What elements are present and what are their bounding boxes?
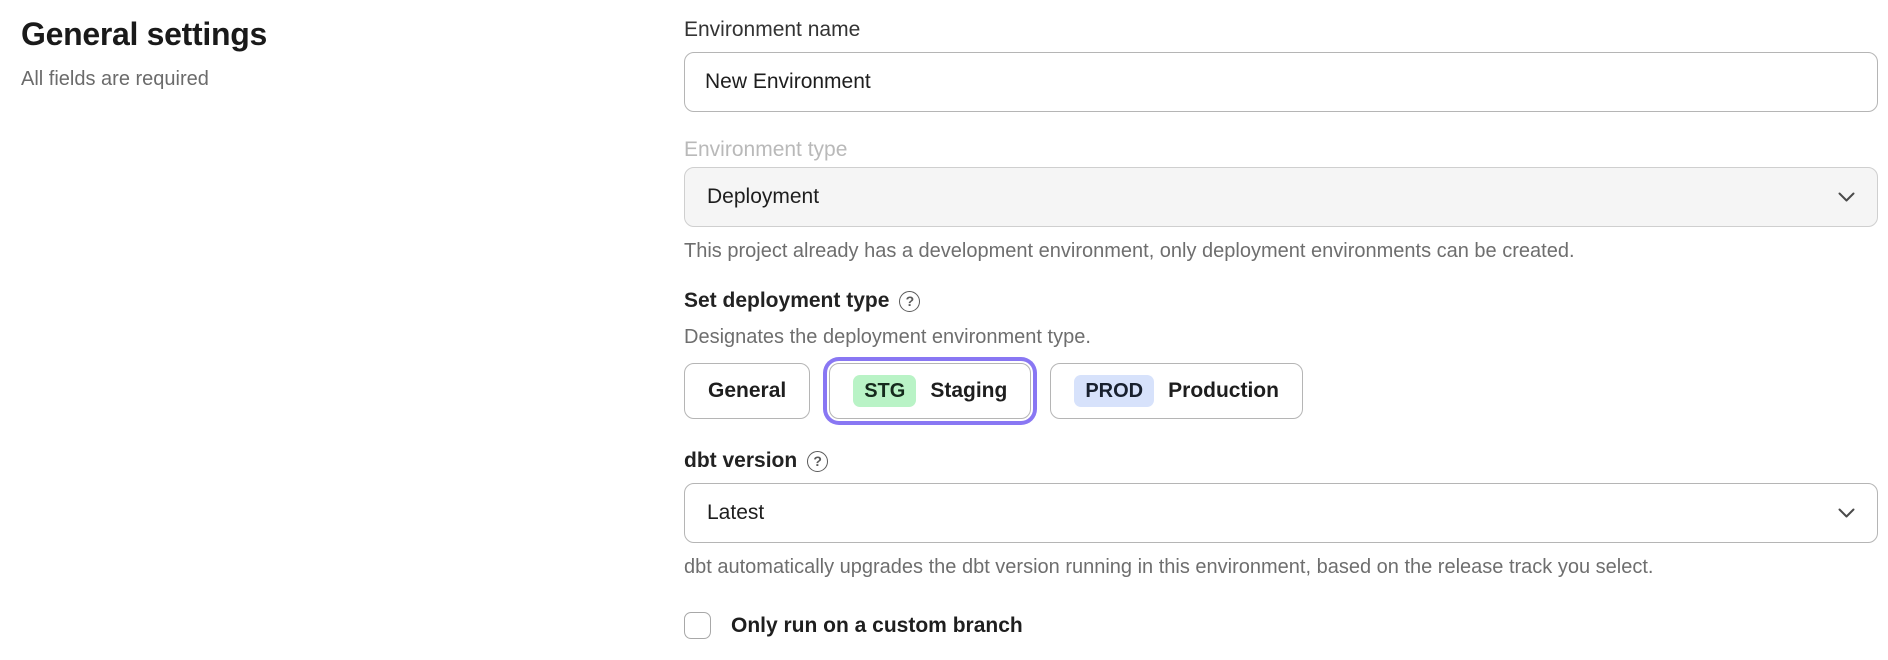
dbt-version-heading: dbt version ? xyxy=(684,449,1878,473)
page-title: General settings xyxy=(21,16,267,52)
environment-name-input[interactable] xyxy=(684,52,1878,112)
environment-type-value: Deployment xyxy=(707,185,820,208)
deployment-type-general-button[interactable]: General xyxy=(684,363,811,419)
chevron-down-icon xyxy=(1838,508,1855,519)
page-subtitle: All fields are required xyxy=(21,68,209,90)
dbt-version-select[interactable]: Latest xyxy=(684,483,1878,543)
environment-settings-form: Environment name Environment type Deploy… xyxy=(684,18,1878,639)
custom-branch-checkbox[interactable] xyxy=(684,612,711,639)
chevron-down-icon xyxy=(1838,192,1855,203)
deployment-type-general-label: General xyxy=(708,379,787,402)
environment-name-label: Environment name xyxy=(684,18,861,41)
deployment-type-staging-label: Staging xyxy=(930,379,1008,402)
deployment-type-heading: Set deployment type ? xyxy=(684,289,1878,313)
production-badge: PROD xyxy=(1074,375,1155,407)
dbt-version-value: Latest xyxy=(707,501,765,524)
environment-type-label: Environment type xyxy=(684,138,848,161)
dbt-version-helper: dbt automatically upgrades the dbt versi… xyxy=(684,556,1654,578)
staging-badge: STG xyxy=(853,375,917,407)
environment-type-select: Deployment xyxy=(684,167,1878,227)
deployment-type-options: General STG Staging PROD Production xyxy=(684,363,1878,419)
settings-header: General settings All fields are required xyxy=(21,16,267,91)
custom-branch-row: Only run on a custom branch xyxy=(684,612,1878,639)
help-icon[interactable]: ? xyxy=(807,450,829,472)
deployment-type-heading-text: Set deployment type xyxy=(684,289,890,312)
environment-type-helper: This project already has a development e… xyxy=(684,240,1575,262)
custom-branch-label[interactable]: Only run on a custom branch xyxy=(731,613,1023,637)
deployment-type-description: Designates the deployment environment ty… xyxy=(684,326,1091,348)
dbt-version-heading-text: dbt version xyxy=(684,449,798,472)
help-icon[interactable]: ? xyxy=(899,290,921,312)
deployment-type-production-label: Production xyxy=(1168,379,1279,402)
deployment-type-staging-button[interactable]: STG Staging xyxy=(829,363,1032,419)
deployment-type-production-button[interactable]: PROD Production xyxy=(1050,363,1303,419)
